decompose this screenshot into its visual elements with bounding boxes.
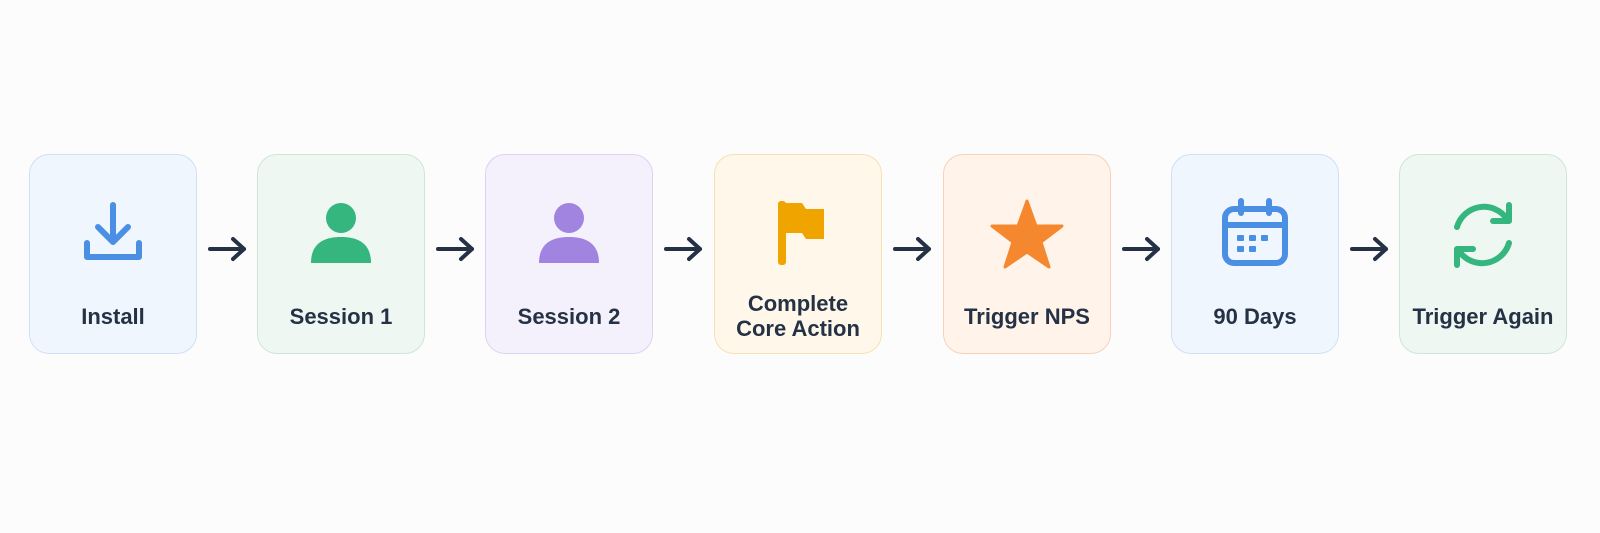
arrow-right-icon xyxy=(207,234,249,264)
step-label: Complete Core Action xyxy=(736,291,860,341)
arrow-right-icon xyxy=(892,234,934,264)
calendar-icon xyxy=(1215,197,1295,277)
arrow-right-icon xyxy=(1349,234,1391,264)
step-label: 90 Days xyxy=(1213,303,1297,329)
download-icon xyxy=(73,197,153,277)
step-label: Session 2 xyxy=(517,303,621,329)
refresh-icon xyxy=(1443,197,1523,277)
arrow-right-icon xyxy=(435,234,477,264)
step-complete-core-action: Complete Core Action xyxy=(714,154,882,354)
arrow-right-icon xyxy=(663,234,705,264)
step-label: Session 1 xyxy=(289,303,393,329)
flag-icon xyxy=(758,197,838,277)
star-icon xyxy=(987,197,1067,277)
step-install: Install xyxy=(29,154,197,354)
step-90-days: 90 Days xyxy=(1171,154,1339,354)
user-icon xyxy=(301,197,381,277)
step-label: Trigger NPS xyxy=(964,303,1090,329)
arrow-right-icon xyxy=(1121,234,1163,264)
step-trigger-nps: Trigger NPS xyxy=(943,154,1111,354)
step-trigger-again: Trigger Again xyxy=(1399,154,1567,354)
step-label: Install xyxy=(81,303,145,329)
step-label: Trigger Again xyxy=(1412,303,1554,329)
user-icon xyxy=(529,197,609,277)
step-session-1: Session 1 xyxy=(257,154,425,354)
step-session-2: Session 2 xyxy=(485,154,653,354)
